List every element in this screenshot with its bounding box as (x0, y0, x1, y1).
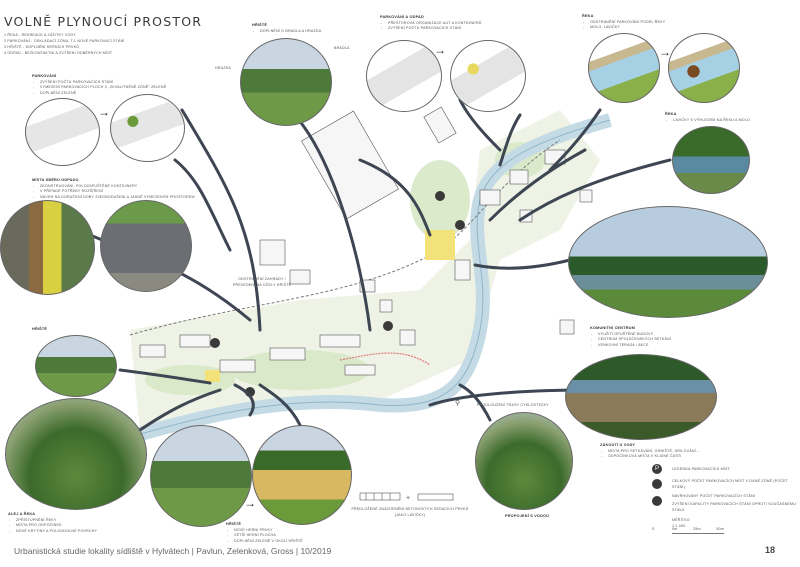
note-item: ZVÝŠENÍ POČTU PARKOVACÍCH STÁNÍ (32, 80, 166, 86)
theme-line: 1 ŘEKA - REKREACE A ZÁŽITKY VODY (4, 33, 76, 37)
map-label-garden: ODSTRANĚNÍ ZAHRADY / PŘEVEDENÍ NA ÚČELY … (232, 277, 292, 287)
note-title: HŘIŠTĚ (226, 522, 242, 526)
waste-note: MÍSTA SBĚRU ODPADU ZKONSTRUOVÁNÍ, POLOZA… (32, 178, 195, 200)
parking-top-before-sketch (366, 40, 442, 112)
river-top-note: ŘEKA ODSTRANĚNÍ PARKOVÁNÍ PODÉL ŘEKYMOLO… (582, 14, 665, 31)
scale-tick: 25m (693, 527, 701, 531)
note-item: CENTRUM SPOLEČENSKÝCH SETKÁNÍ (590, 337, 671, 343)
note-item: VENKOVNÍ TERASA / AKCE (590, 343, 671, 349)
note-title: MÍSTA SBĚRU ODPADU (32, 178, 79, 182)
note-item: DOPLNĚNÍ ZELENĚ V OKOLÍ HŘIŠTĚ (226, 539, 303, 545)
playground-before-photo (150, 425, 252, 527)
note-title: ALEJ A ŘEKA (8, 512, 36, 516)
label-bradla: BRADLA (334, 46, 350, 50)
note-title: ŘEKA (665, 112, 677, 116)
parking-note: PARKOVÁNÍ ZVÝŠENÍ POČTU PARKOVACÍCH STÁN… (32, 74, 166, 96)
community-note: KOMUNITNÍ CENTRUM VYUŽITÍ OPUŠTĚNÉ BUDOV… (590, 326, 671, 348)
playground-top-note: HŘIŠTĚ DOPLNĚNÍ O BRADLA A HRAZDU (252, 23, 322, 34)
note-item: VĚTŠÍ HERNÍ PLOCHA (226, 533, 303, 539)
note-item: V PŘÍPADĚ POTŘEBY ROZŠÍŘENÍ (32, 189, 195, 195)
legend-label: NAVRHOVANÝ POČET PARKOVACÍCH STÁNÍ (672, 494, 755, 498)
page-number: 18 (765, 545, 776, 555)
arrow-icon: → (98, 105, 110, 119)
note-title: PARKOVÁNÍ A ODPAD (380, 15, 424, 19)
theme-line: 4 ODPAD - BEZKONTAKTNÍ A ZVÝŠENÍ ODBĚRNÝ… (4, 51, 113, 55)
note-item: ZKONSTRUOVÁNÍ, POLOZAPUŠTĚNÉ KONTEJNERY (32, 184, 195, 190)
river-before-sketch (588, 33, 660, 103)
note-item: DOPLNĚNÍ ZELENĚ (32, 91, 166, 97)
water-link-photo (475, 412, 573, 510)
legend-label: CELKOVÝ POČET PARKOVACÍCH MÍST V DANÉ ZÓ… (672, 479, 789, 489)
parking-before-sketch (25, 98, 100, 166)
parking-top-after-sketch (450, 40, 526, 112)
note-item: ZPŘÍSTUPNĚNÍ ŘEKY (8, 518, 97, 524)
note-item: NÁVRH NA DORUČENÍ DOBY ZJEDNODUŠENÍ A JA… (32, 195, 195, 201)
basketball-photo (35, 335, 117, 397)
parking-p-icon: P (652, 464, 662, 474)
parking-after-sketch (110, 94, 185, 162)
svg-text:+: + (406, 495, 410, 502)
footer-text: Urbanistická studie lokality sídliště v … (14, 546, 332, 556)
note-item: DOPLNĚNÍ O BRADLA A HRAZDU (252, 29, 322, 35)
note-title: ŘEKA (582, 14, 594, 18)
scale-tick: 0m (672, 527, 678, 531)
note-title: HŘIŠTĚ (252, 23, 268, 27)
parking-top-note: PARKOVÁNÍ A ODPAD PŘESTOROVÁ ORGANIZACE … (380, 15, 482, 32)
note-title: HŘIŠTĚ (32, 327, 48, 331)
note-item: ODSTRANĚNÍ PARKOVÁNÍ PODÉL ŘEKY (582, 20, 665, 26)
bench-sketch: + (359, 492, 454, 502)
page-title: VOLNĚ PLYNOUCÍ PROSTOR (4, 14, 203, 29)
theme-list: 1 ŘEKA - REKREACE A ZÁŽITKY VODY 2 PARKO… (4, 32, 125, 56)
community-centre-photo (568, 206, 768, 318)
playground-after-photo (252, 425, 352, 525)
alley-note: ALEJ A ŘEKA ZPŘÍSTUPNĚNÍ ŘEKYMÍSTA PRO O… (8, 512, 97, 534)
arrow-icon: → (434, 43, 446, 57)
waste-bins-photo (0, 200, 95, 295)
river-after-sketch (668, 33, 740, 103)
note-title: ZÁKOUTÍ U VODY (600, 443, 636, 447)
note-item: NOVÉ KRYTINY A POLOODOLNÉ POVRCHY (8, 529, 97, 535)
bicycle-icon: ⚲ (455, 400, 461, 407)
scale-bar: 0m 25m 50m (672, 527, 724, 534)
scale-tick: 50m (716, 527, 724, 531)
legend-label: ZVÝŠENÍ KAPACITY PARKOVACÍCH STÁNÍ OPROT… (672, 502, 796, 512)
bench-caption: PŘEDLOŽENÉ ZNÁZORNĚNÍ BETONOVÝCH SEDACÍC… (351, 507, 469, 517)
theme-line: 2 PARKOVÁNÍ - ODKLÁDACÍ ZÓNA, TJ. NOVÉ P… (4, 39, 125, 43)
note-title: PROPOJENÍ S VODOU (505, 514, 550, 518)
map-label-cycle: PRODLOUŽENÍ TRASY CYKLOSTEZKY (477, 403, 549, 407)
arrow-icon: → (659, 45, 671, 59)
waste-fence-photo (100, 200, 192, 292)
note-item: LAVIČKY S VÝHLEDEM NA ŘEKU A MOLO (665, 118, 750, 124)
note-item: MÍSTA PRO ODPOČINEK (8, 523, 97, 529)
note-item: VYUŽITÍ OPUŠTĚNÉ BUDOVY (590, 332, 671, 338)
river-bench-photo (672, 126, 750, 194)
note-item: NOVÉ HERNÍ PRVKY (226, 528, 303, 534)
arrow-icon: → (244, 496, 256, 510)
theme-line: 3 HŘIŠTĚ - DOPLNĚNÍ HERNÍCH PRVKŮ (4, 45, 80, 49)
note-title: KOMUNITNÍ CENTRUM (590, 326, 635, 330)
alley-photo (5, 398, 147, 510)
note-item: ODPOČINKOVÁ MÍSTA V KLIDNÉ ČÁSTI (600, 454, 699, 460)
water-corner-note: ZÁKOUTÍ U VODY MÍSTA PRO SETKÁVÁNÍ, OHNI… (600, 443, 699, 460)
scale-label: MĚŘÍTKO 1:1 000 (672, 518, 690, 528)
basket-note: HŘIŠTĚ (32, 327, 47, 333)
legend-label: LEGENDA PARKOVACÍCH MÍST (672, 467, 730, 471)
label-hrazda: HRAZDA (215, 66, 231, 70)
water-corner-photo (565, 354, 717, 440)
parking-proposed-icon (652, 496, 662, 506)
playground-bottom-note: HŘIŠTĚ NOVÉ HERNÍ PRVKYVĚTŠÍ HERNÍ PLOCH… (226, 522, 303, 544)
note-item: VYMEZENÍ PARKOVACÍCH PLOCH V „ZKVALITNĚN… (32, 85, 166, 91)
note-item: ZVÝŠENÍ POČTU PARKOVACÍCH STÁNÍ (380, 26, 482, 32)
note-item: MOLO, LAVIČKY (582, 25, 665, 31)
parking-total-icon (652, 479, 662, 489)
note-item: PŘESTOROVÁ ORGANIZACE AUT A KONTEJNERŮ (380, 21, 482, 27)
water-link-note: PROPOJENÍ S VODOU (505, 514, 549, 520)
playground-top-photo (240, 38, 332, 126)
note-item: MÍSTA PRO SETKÁVÁNÍ, OHNIŠTĚ, GRILOVÁNÍ.… (600, 449, 699, 455)
river-bench-note: ŘEKA LAVIČKY S VÝHLEDEM NA ŘEKU A MOLO (665, 112, 750, 123)
north-arrow-icon: S (652, 527, 655, 531)
note-title: PARKOVÁNÍ (32, 74, 57, 78)
